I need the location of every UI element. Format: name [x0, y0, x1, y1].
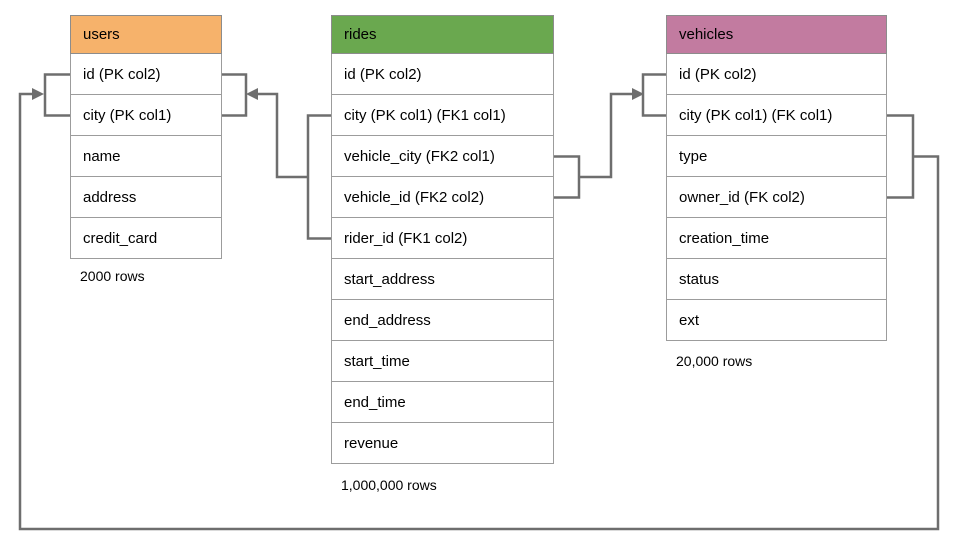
column-row: id (PK col2) — [331, 54, 554, 95]
vehicles-left-bracket — [641, 73, 666, 117]
users-left-bracket — [43, 73, 70, 117]
column-row: owner_id (FK col2) — [666, 177, 887, 218]
column-row: start_address — [331, 259, 554, 300]
connector-line — [18, 92, 940, 531]
column-row: id (PK col2) — [70, 54, 222, 95]
users-right-bracket — [222, 73, 248, 117]
table-header: rides — [331, 15, 554, 54]
column-row: city (PK col1) (FK col1) — [666, 95, 887, 136]
column-row: start_time — [331, 341, 554, 382]
column-row: address — [70, 177, 222, 218]
column-row: vehicle_city (FK2 col1) — [331, 136, 554, 177]
column-row: end_time — [331, 382, 554, 423]
column-row: city (PK col1) — [70, 95, 222, 136]
column-row: rider_id (FK1 col2) — [331, 218, 554, 259]
column-row: revenue — [331, 423, 554, 464]
column-row: status — [666, 259, 887, 300]
column-row: vehicle_id (FK2 col2) — [331, 177, 554, 218]
rides-table: rides id (PK col2)city (PK col1) (FK1 co… — [331, 15, 554, 464]
row-count-label: 20,000 rows — [676, 353, 753, 369]
relationship-vehicles-users — [18, 73, 940, 531]
table-header: users — [70, 15, 222, 54]
column-row: credit_card — [70, 218, 222, 259]
column-row: end_address — [331, 300, 554, 341]
connector-line — [579, 92, 633, 179]
column-row: ext — [666, 300, 887, 341]
table-columns: id (PK col2)city (PK col1) (FK col1)type… — [666, 54, 887, 341]
column-row: id (PK col2) — [666, 54, 887, 95]
table-columns: id (PK col2)city (PK col1) (FK1 col1)veh… — [331, 54, 554, 464]
table-header: vehicles — [666, 15, 887, 54]
row-count-label: 1,000,000 rows — [341, 477, 437, 493]
row-count-label: 2000 rows — [80, 268, 145, 284]
arrowhead-icon — [246, 88, 258, 100]
column-row: name — [70, 136, 222, 177]
relationship-rides-users — [222, 73, 331, 240]
arrowhead-icon — [32, 88, 44, 100]
column-row: creation_time — [666, 218, 887, 259]
vehicles-table: vehicles id (PK col2)city (PK col1) (FK … — [666, 15, 887, 341]
rides-left-bracket — [306, 114, 331, 240]
connector-line — [257, 92, 308, 179]
column-row: city (PK col1) (FK1 col1) — [331, 95, 554, 136]
arrowhead-icon — [632, 88, 644, 100]
column-row: type — [666, 136, 887, 177]
relationship-rides-vehicles — [554, 73, 666, 199]
rides-right-bracket — [554, 155, 581, 199]
vehicles-right-bracket — [887, 114, 915, 199]
